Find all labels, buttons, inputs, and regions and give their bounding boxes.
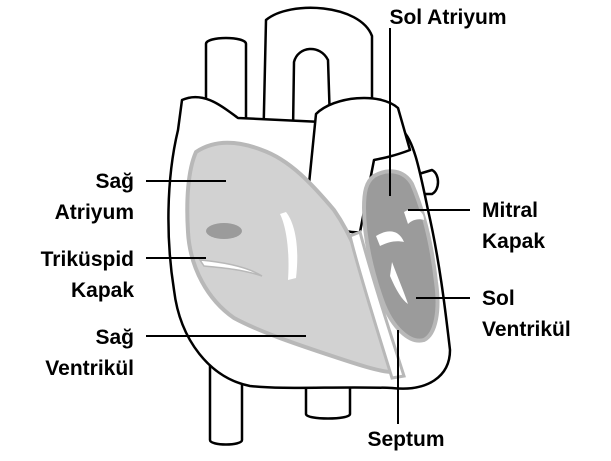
label-trikuspid-line2: Kapak	[71, 279, 134, 302]
label-sol-ventrikul-line2: Ventrikül	[482, 318, 571, 341]
label-mitral-line2: Kapak	[482, 230, 545, 253]
label-trikuspid-line1: Triküspid	[41, 248, 134, 271]
label-sag-ventrikul-line1: Sağ	[95, 326, 134, 349]
label-mitral-line1: Mitral	[482, 199, 538, 222]
label-sag-atriyum-line1: Sağ	[95, 170, 134, 193]
label-sag-atriyum-line2: Atriyum	[55, 201, 134, 224]
descending-aorta	[306, 386, 350, 419]
label-sag-ventrikul-line2: Ventrikül	[45, 357, 134, 380]
coronary-sinus	[206, 223, 242, 239]
label-sol-atriyum: Sol Atriyum	[389, 6, 506, 29]
label-septum: Septum	[367, 428, 444, 451]
label-sol-ventrikul-line1: Sol	[482, 287, 515, 310]
